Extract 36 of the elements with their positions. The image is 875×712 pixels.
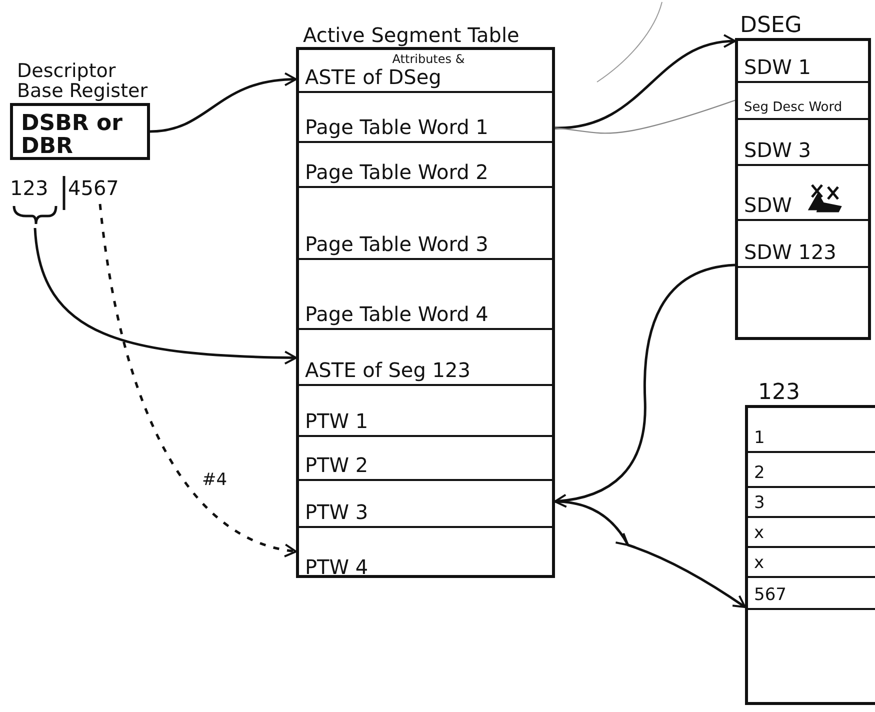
row-label: x (754, 524, 764, 543)
row-label: PTW 1 (305, 410, 368, 432)
arrow (34, 228, 297, 365)
table-heading: 123 (758, 380, 801, 404)
row-label: PTW 3 (305, 501, 368, 523)
row-label: 2 (754, 464, 765, 483)
row-label: Page Table Word 2 (305, 161, 488, 183)
row-label: PTW 2 (305, 454, 368, 476)
arrow (554, 500, 746, 608)
field-number: 4567 (68, 176, 119, 200)
row-label: 1 (754, 429, 765, 448)
row-label: Page Table Word 3 (305, 233, 488, 255)
arrow (150, 72, 297, 133)
row-label: ASTE of Seg 123 (305, 359, 470, 381)
arrow (554, 264, 736, 508)
row-label: Page Table Word 1 (305, 116, 488, 138)
row-label: SDW (744, 194, 792, 216)
arrow (554, 35, 736, 130)
row-label: SDW 123 (744, 241, 836, 263)
row-label: Seg Desc Word (744, 100, 842, 115)
table-heading: Active Segment Table (303, 25, 520, 46)
row-label: 567 (754, 586, 786, 605)
row-label: PTW 4 (305, 556, 368, 578)
arrow (98, 204, 297, 556)
row-label: x (754, 554, 764, 573)
connector-line (554, 100, 736, 134)
row-label: 3 (754, 494, 765, 513)
field-number: 123 (10, 176, 48, 200)
row-label: ASTE of DSeg (305, 66, 442, 88)
table-heading: Descriptor Base Register (17, 62, 149, 102)
register-label: DSBR or DBR (20, 110, 124, 162)
table-heading: DSEG (740, 14, 803, 37)
row-label: Attributes & (392, 52, 465, 66)
row-label: Page Table Word 4 (305, 303, 488, 325)
row-label: SDW 1 (744, 56, 811, 78)
row-label: SDW 3 (744, 139, 811, 161)
